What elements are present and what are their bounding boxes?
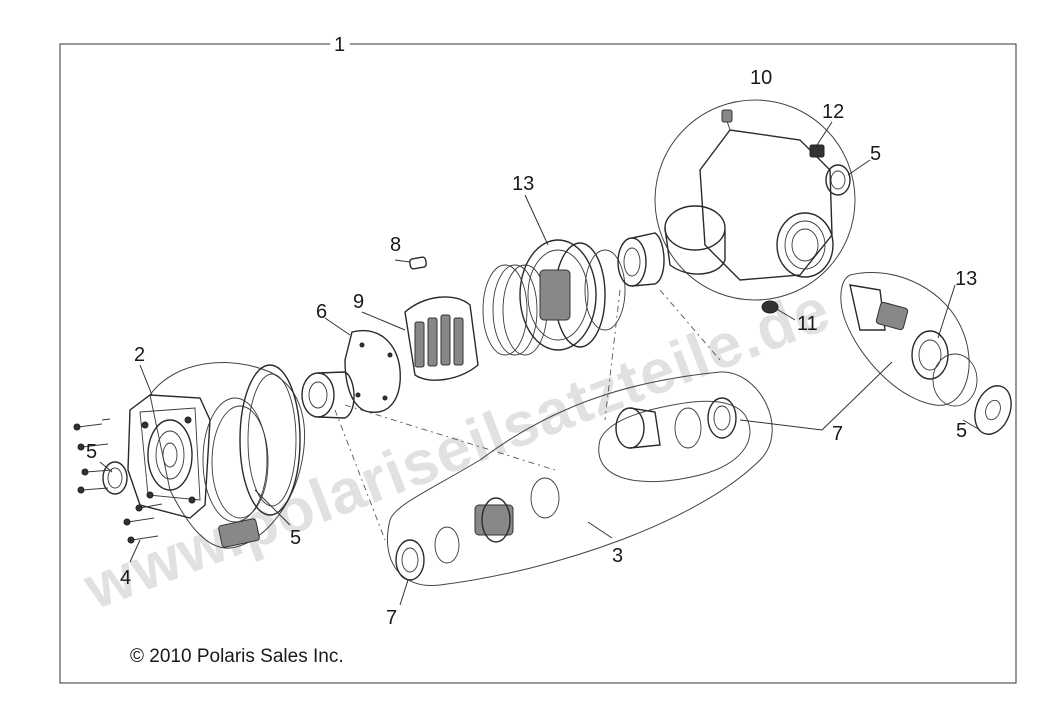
output-shaft-13 bbox=[840, 271, 978, 407]
callout-5-housing: 5 bbox=[290, 527, 301, 549]
callout-4: 4 bbox=[120, 567, 131, 589]
callout-5-left: 5 bbox=[86, 441, 97, 463]
bearing-shim-kit-3 bbox=[386, 371, 773, 587]
callout-11: 11 bbox=[797, 313, 818, 335]
leader-lines bbox=[99, 159, 981, 606]
callout-5-rear: 5 bbox=[870, 143, 881, 165]
cover-plate-6 bbox=[344, 329, 401, 413]
ring-gear-13 bbox=[519, 239, 626, 351]
clutch-rings bbox=[482, 264, 548, 356]
callout-13-center: 13 bbox=[512, 173, 534, 195]
plug-11 bbox=[761, 300, 796, 321]
front-housing-cover bbox=[127, 362, 306, 549]
copyright-notice: © 2010 Polaris Sales Inc. bbox=[130, 646, 344, 667]
seal-left bbox=[102, 461, 128, 495]
callout-1: 1 bbox=[334, 34, 345, 56]
callout-13-right: 13 bbox=[955, 268, 977, 290]
callout-10: 10 bbox=[750, 67, 772, 89]
bearing-center bbox=[617, 232, 665, 287]
seal-rear-top bbox=[825, 164, 851, 196]
callout-3: 3 bbox=[612, 545, 623, 567]
callout-labels: 1 2 3 4 5 5 5 5 6 7 7 8 9 10 11 12 13 13 bbox=[86, 34, 977, 629]
assembly-centerlines bbox=[334, 289, 721, 541]
callout-7-left: 7 bbox=[386, 607, 397, 629]
bolts-4 bbox=[73, 418, 163, 544]
callout-7-center: 7 bbox=[832, 423, 843, 445]
plug-12 bbox=[809, 121, 833, 158]
diagram-frame bbox=[59, 43, 1017, 684]
rear-housing-10 bbox=[654, 99, 856, 301]
callout-6: 6 bbox=[316, 301, 327, 323]
pin-8 bbox=[409, 256, 427, 270]
seal-rear-output bbox=[974, 385, 1012, 435]
callout-2: 2 bbox=[134, 344, 145, 366]
callout-9: 9 bbox=[353, 291, 364, 313]
callout-5-output: 5 bbox=[956, 420, 967, 442]
callout-12: 12 bbox=[822, 101, 844, 123]
roller-cage-9 bbox=[404, 296, 479, 381]
callout-8: 8 bbox=[390, 234, 401, 256]
